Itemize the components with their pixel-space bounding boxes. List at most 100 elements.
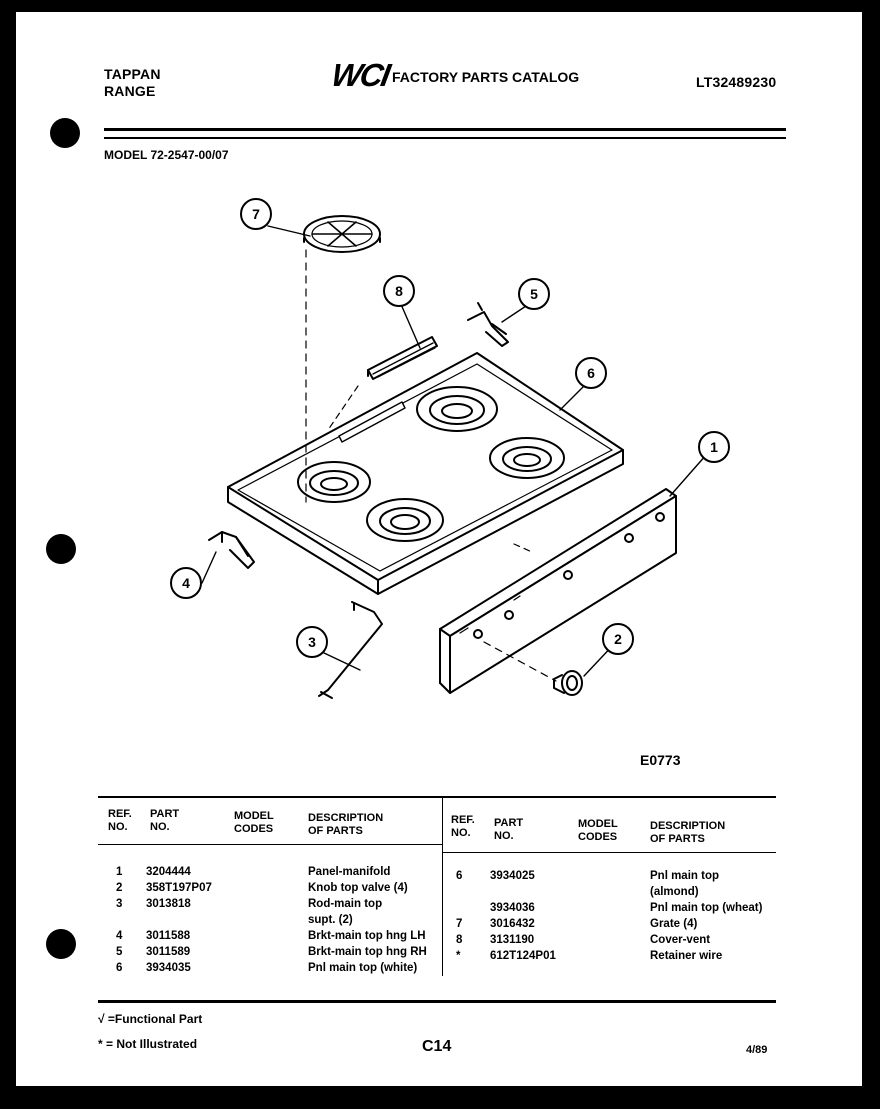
table-header-rule-left (98, 844, 442, 845)
part-description: Knob top valve (4) (308, 882, 408, 894)
header-ref-left: REF.NO. (108, 808, 132, 833)
left-ref-column: 1 2 3 4 5 6 (116, 864, 122, 976)
burner-front-left (297, 461, 371, 503)
svg-text:1: 1 (710, 439, 718, 455)
part-description: (almond) (650, 886, 699, 898)
part-description: supt. (2) (308, 914, 353, 926)
part-description: Pnl main top (wheat) (650, 902, 763, 914)
cover-vent (367, 336, 438, 380)
svg-text:3: 3 (308, 634, 316, 650)
left-part-column: 3204444 358T197P07 3013818 3011588 30115… (146, 864, 212, 976)
burner-back-right (489, 437, 565, 479)
part-description: Panel-manifold (308, 866, 391, 878)
part-number: 3013818 (146, 898, 191, 910)
table-row: 2 (116, 882, 123, 894)
catalog-page: TAPPAN RANGE WCI FACTORY PARTS CATALOG L… (16, 12, 862, 1086)
main-top-support-rod (318, 601, 383, 699)
header-rule-top (104, 128, 786, 131)
hinge-bracket-rh (467, 302, 509, 347)
callout-4: 4 (170, 567, 202, 599)
brand-name: TAPPAN (104, 66, 161, 82)
left-desc-column: Panel-manifold Knob top valve (4) Rod-ma… (308, 864, 427, 976)
part-description: Brkt-main top hng LH (308, 930, 426, 942)
binder-hole-bottom (46, 929, 76, 959)
callout-2: 2 (602, 623, 634, 655)
right-desc-column: Pnl main top (almond) Pnl main top (whea… (650, 868, 762, 964)
part-description: Pnl main top (white) (308, 962, 418, 974)
table-row (116, 912, 122, 928)
svg-text:7: 7 (252, 206, 260, 222)
part-description: Cover-vent (650, 934, 711, 946)
part-description: Retainer wire (650, 950, 723, 962)
part-number: 612T124P01 (490, 950, 556, 962)
part-number (146, 912, 212, 928)
part-number: 3934036 (490, 902, 535, 914)
table-column-divider (442, 798, 443, 976)
part-description: Grate (4) (650, 918, 698, 930)
table-row (456, 900, 462, 916)
main-top-panel (227, 352, 624, 595)
svg-text:6: 6 (587, 365, 595, 381)
callout-5: 5 (518, 278, 550, 310)
callout-8: 8 (383, 275, 415, 307)
table-rule-top (98, 796, 776, 798)
catalog-date: 4/89 (746, 1044, 768, 1056)
table-row: 4 (116, 930, 123, 942)
part-number: 358T197P07 (146, 882, 212, 894)
right-part-column: 3934025 3934036 3016432 3131190 612T124P… (490, 868, 556, 964)
part-number: 3934025 (490, 870, 535, 882)
binder-hole-middle (46, 534, 76, 564)
top-valve-knob (553, 670, 583, 696)
drawing-code: E0773 (640, 752, 681, 768)
header-ref-right: REF.NO. (451, 814, 475, 839)
callout-3: 3 (296, 626, 328, 658)
callout-7: 7 (240, 198, 272, 230)
burner-grate (303, 215, 381, 253)
part-number: 3011589 (146, 946, 191, 958)
model-number: MODEL 72-2547-00/07 (104, 148, 229, 162)
svg-text:2: 2 (614, 631, 622, 647)
part-description: Rod-main top (308, 898, 383, 910)
table-row: 1 (116, 866, 123, 878)
right-ref-column: 6 7 8 * (456, 868, 462, 964)
burner-back-left (416, 386, 498, 432)
functional-part-note: √ =Functional Part (98, 1012, 203, 1026)
catalog-number: LT32489230 (696, 74, 777, 90)
table-row: 8 (456, 934, 463, 946)
page-code: C14 (422, 1038, 452, 1055)
exploded-parts-diagram: 7 8 5 6 1 4 3 2 (170, 198, 730, 699)
product-name: RANGE (104, 83, 156, 99)
part-description: Pnl main top (650, 870, 719, 882)
header-rule-bottom (104, 137, 786, 139)
table-rule-bottom (98, 1000, 776, 1003)
part-number: 3016432 (490, 918, 535, 930)
binder-hole-top (50, 118, 80, 148)
table-row: 5 (116, 946, 123, 958)
svg-text:5: 5 (530, 286, 538, 302)
callout-6: 6 (575, 357, 607, 389)
table-header-rule-right (443, 852, 776, 853)
part-number: 3131190 (490, 934, 535, 946)
table-row: 7 (456, 918, 463, 930)
burner-front-right (366, 498, 444, 542)
table-row (456, 884, 462, 900)
table-row: 3 (116, 898, 123, 910)
part-number: 3011588 (146, 930, 191, 942)
callout-1: 1 (698, 431, 730, 463)
hinge-bracket-lh (208, 531, 255, 569)
part-number: 3204444 (146, 866, 191, 878)
catalog-title: FACTORY PARTS CATALOG (392, 69, 580, 85)
not-illustrated-note: * = Not Illustrated (98, 1037, 198, 1051)
table-row: 6 (456, 870, 463, 882)
table-row: 6 (116, 962, 123, 974)
svg-text:4: 4 (182, 575, 190, 591)
part-number (490, 884, 556, 900)
part-number: 3934035 (146, 962, 191, 974)
table-row: * (456, 950, 461, 962)
